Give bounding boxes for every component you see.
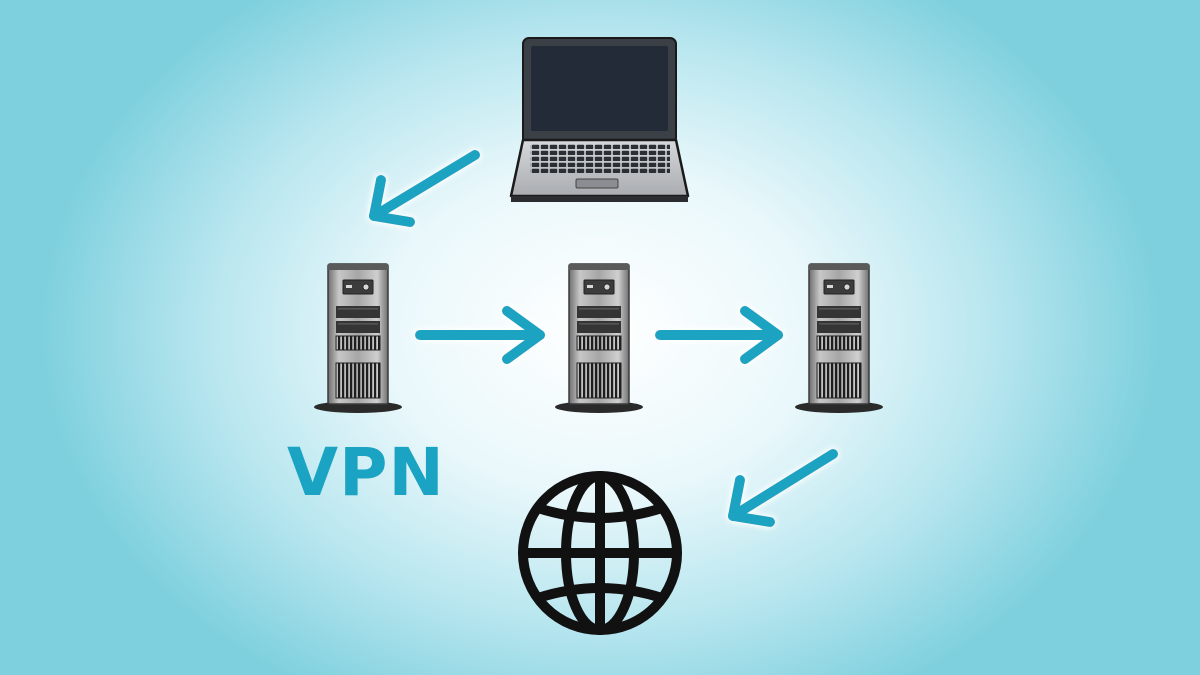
edge-arrows bbox=[369, 150, 838, 527]
arrow-server-3-to-internet-icon bbox=[728, 449, 838, 527]
server-1-icon bbox=[313, 263, 403, 414]
arrow-server-1-to-server-2-icon bbox=[415, 306, 545, 364]
arrow-laptop-to-server-1-icon bbox=[369, 150, 480, 227]
laptop-icon bbox=[509, 37, 690, 202]
globe-icon bbox=[518, 471, 682, 635]
server-2-icon bbox=[554, 263, 644, 414]
server-3-icon bbox=[794, 263, 884, 414]
arrow-server-2-to-server-3-icon bbox=[655, 306, 783, 364]
vpn-label: VPN bbox=[287, 434, 445, 511]
